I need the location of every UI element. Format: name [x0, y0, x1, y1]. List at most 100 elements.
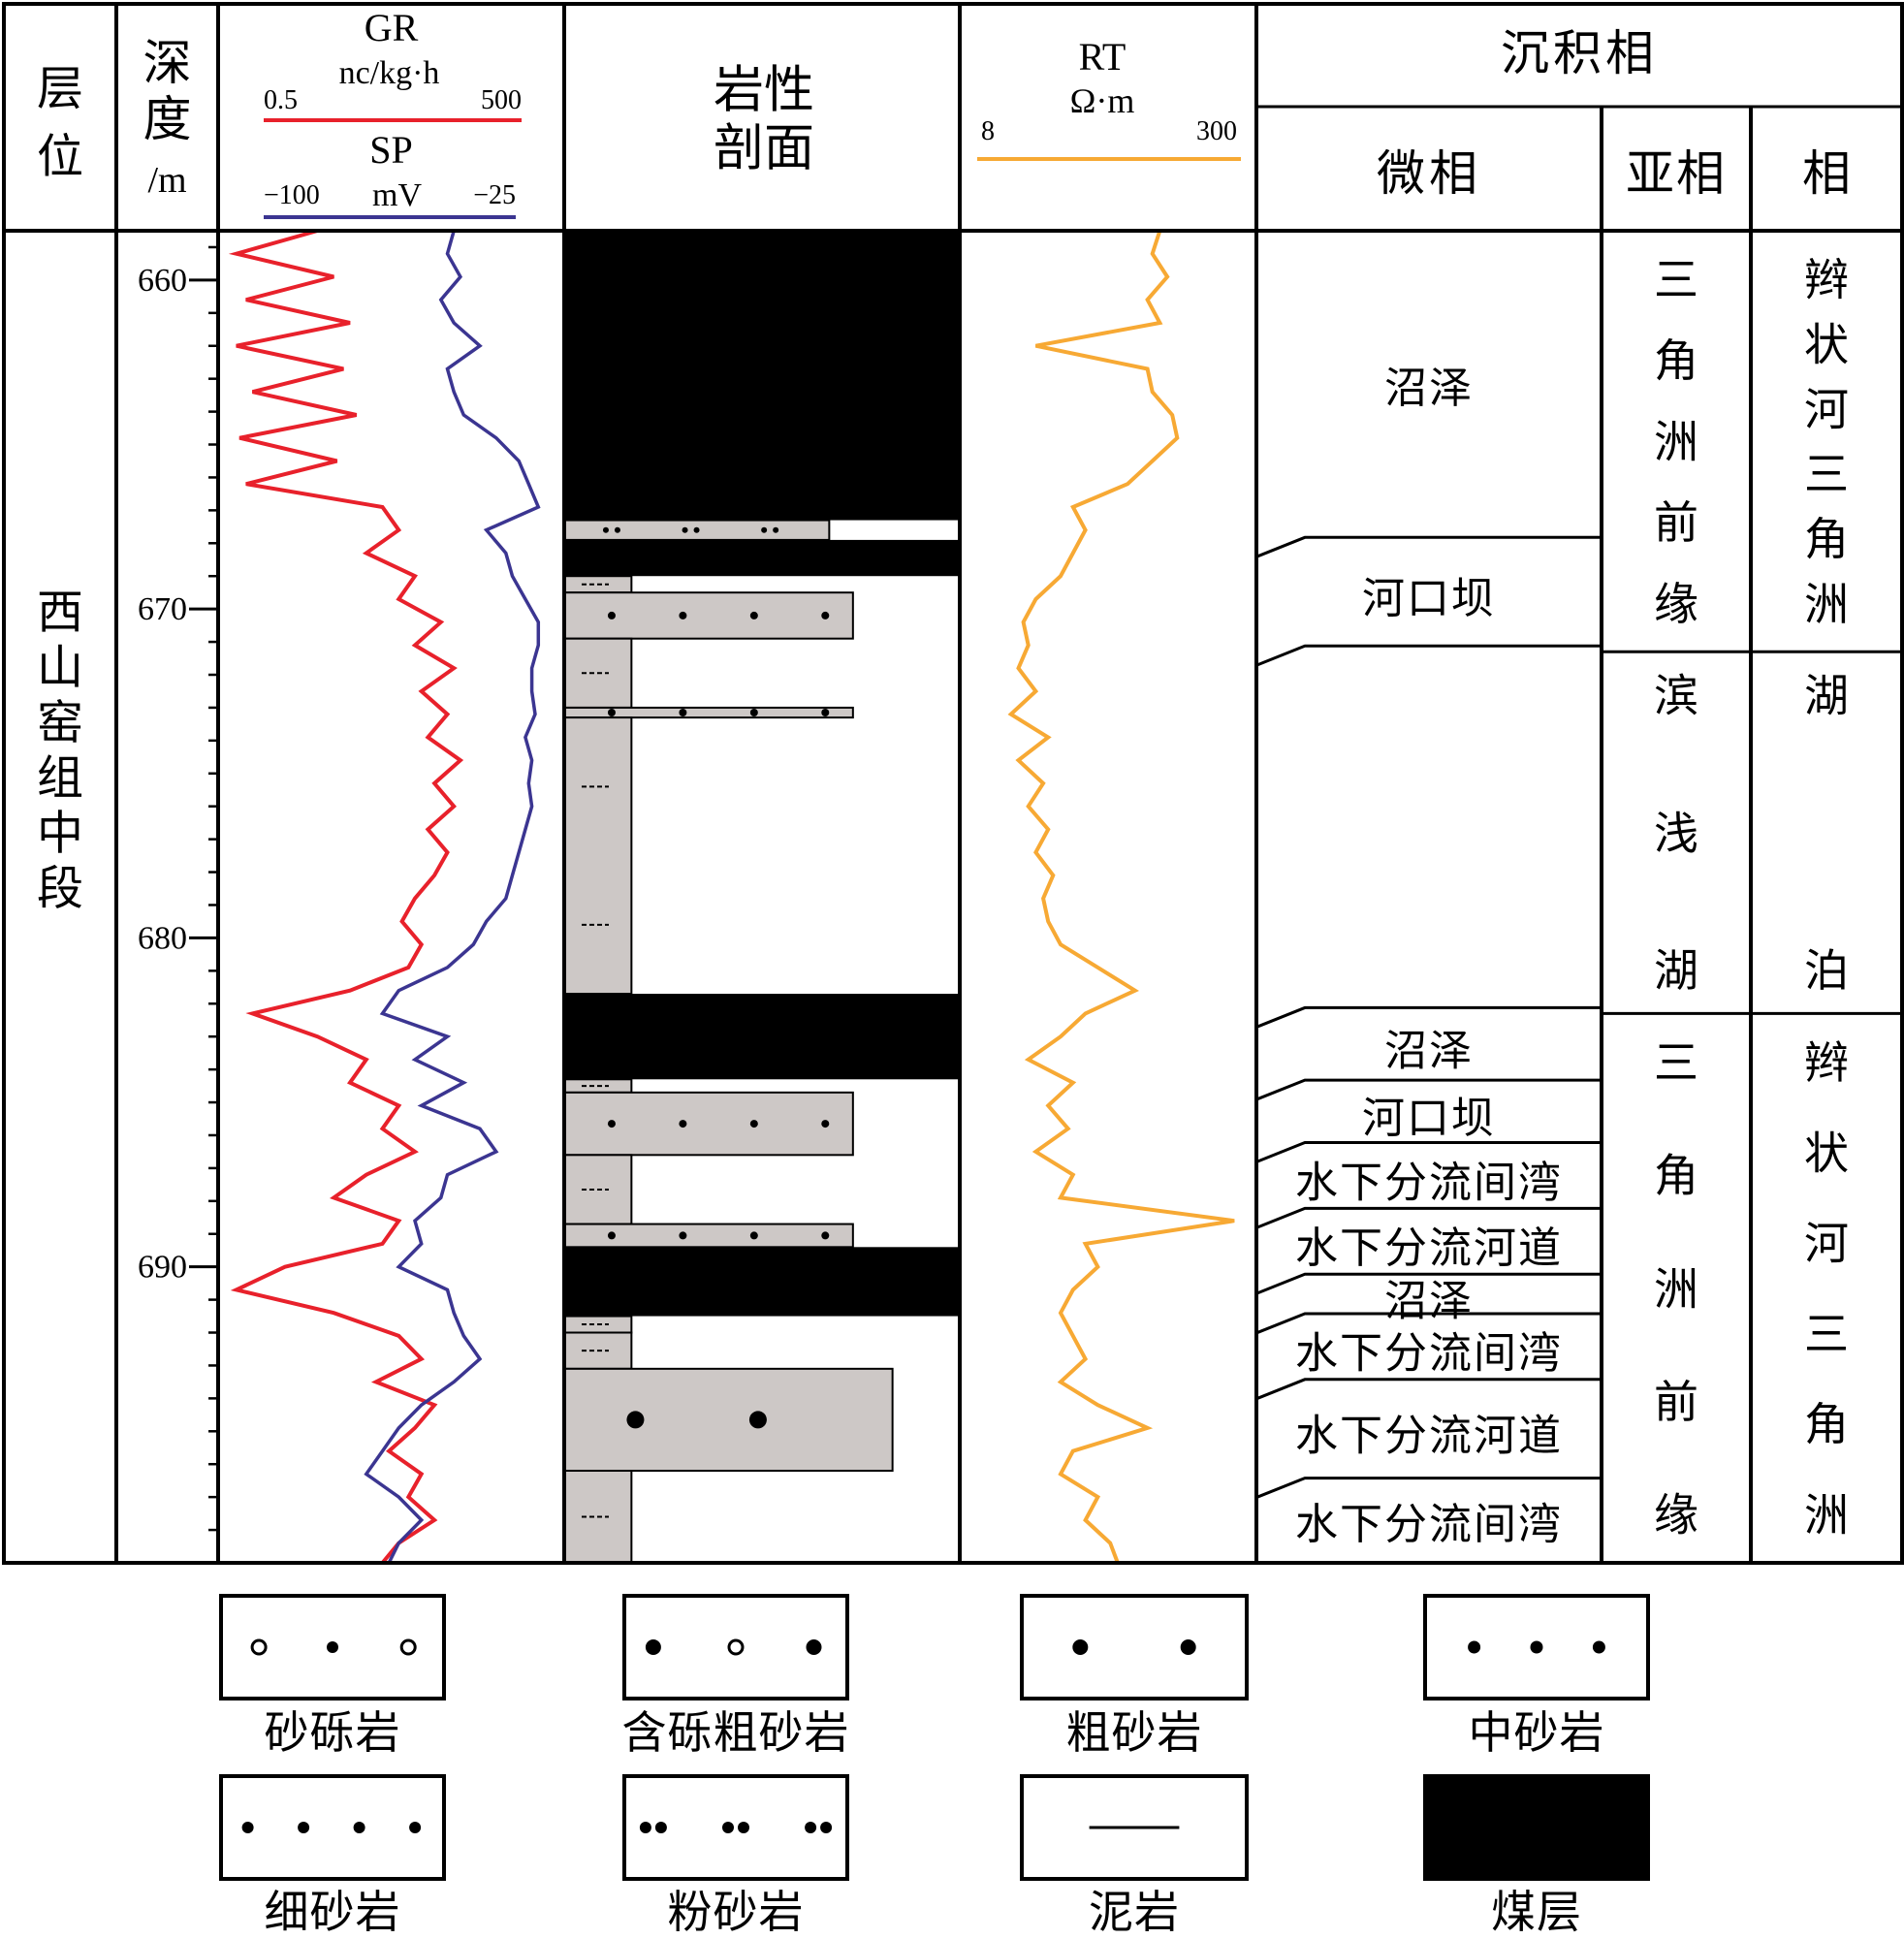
fine-bed — [563, 1223, 854, 1249]
gr-unit: nc/kg·h — [339, 55, 440, 91]
legend-item-mud: 泥岩 — [1020, 1774, 1249, 1938]
lith-bed-silt — [563, 519, 831, 541]
header-depth-char: 深 — [143, 35, 192, 91]
micro-cell: 水下分流河道 — [1255, 1206, 1602, 1273]
silt-dot — [773, 526, 779, 533]
facies-label-char: 洲 — [1654, 1262, 1698, 1315]
fine-dot — [679, 1120, 687, 1128]
header-layer: 层位 — [37, 61, 83, 183]
gr-max: 500 — [481, 85, 522, 115]
facies-label-char: 三 — [1804, 1308, 1849, 1360]
sp-max: −25 — [473, 180, 516, 210]
facies-label-char: 缘 — [1654, 578, 1698, 630]
facies-label-char: 三 — [1654, 254, 1698, 306]
table-grid — [2, 2, 1904, 1565]
lith-bed-fine — [563, 1223, 854, 1249]
rt-title: RT — [1079, 35, 1127, 79]
facies-label-char: 河 — [1804, 1218, 1849, 1270]
facies-boundary — [1255, 1141, 1602, 1163]
facies-label-char: 角 — [1654, 1150, 1698, 1202]
fine-dot — [821, 709, 830, 717]
gr-min: 0.5 — [264, 85, 298, 115]
legend-swatch — [219, 1774, 446, 1881]
formation-label-char: 中 — [37, 806, 83, 860]
facies-label-char: 前 — [1654, 1376, 1698, 1428]
facies-boundary — [1255, 1005, 1602, 1029]
legend-dot — [241, 1822, 254, 1833]
lith-bed-mud — [563, 1078, 633, 1094]
formation-label-char: 山 — [37, 640, 83, 694]
facies-label-char: 缘 — [1654, 1489, 1698, 1542]
coarse-dot — [748, 1411, 767, 1429]
silt-dot — [682, 526, 688, 533]
micro-cell: 河口坝 — [1255, 535, 1602, 623]
fine-dot — [821, 1120, 830, 1128]
lith-bed-mud — [563, 575, 633, 594]
formation-label-char: 组 — [37, 750, 83, 805]
legend-dot — [820, 1822, 833, 1833]
legend-label: 粗砂岩 — [1066, 1706, 1203, 1759]
micro-cell: 沼泽 — [1255, 1272, 1602, 1325]
fine-dot — [679, 1231, 687, 1240]
legend-dot — [1072, 1639, 1089, 1655]
legend-item-silt: 粉砂岩 — [622, 1774, 849, 1938]
facies-cell: 湖泊 — [1751, 650, 1902, 998]
micro-facies-label: 水下分流河道 — [1295, 1412, 1563, 1461]
fine-dot — [607, 1120, 616, 1128]
lith-bed-fine — [563, 706, 854, 719]
lith-bed-coal — [564, 994, 960, 1080]
legend-label: 细砂岩 — [265, 1886, 401, 1938]
legend-item-gravel-sand: 砂砾岩 — [219, 1594, 446, 1759]
fine-dot — [607, 709, 616, 717]
formation-label-char: 窑 — [37, 695, 83, 749]
legend-dot — [639, 1822, 651, 1833]
coarse-dot — [626, 1411, 645, 1429]
legend-dot — [654, 1822, 667, 1833]
depth-label: 660 — [138, 263, 187, 299]
legend-label: 粉砂岩 — [668, 1886, 805, 1938]
facies-boundary — [1255, 1378, 1602, 1401]
legend-dot — [298, 1822, 310, 1833]
facies-label-char: 角 — [1654, 334, 1698, 387]
micro-facies-label: 河口坝 — [1362, 1094, 1496, 1143]
legend-item-medium: 中砂岩 — [1423, 1594, 1650, 1759]
facies-label-char: 湖 — [1654, 944, 1698, 997]
sp-title: SP — [369, 128, 413, 172]
legend-dot — [727, 1638, 745, 1656]
lith-bed-coal — [564, 1247, 960, 1317]
fine-dot — [679, 709, 687, 717]
sub-title: 亚相 — [1626, 145, 1727, 202]
micro-facies-label: 水下分流河道 — [1295, 1224, 1563, 1273]
fine-dot — [821, 611, 830, 620]
rt-unit: Ω·m — [1070, 81, 1135, 120]
facies-boundary — [1255, 1272, 1602, 1295]
facies-label-char: 角 — [1804, 1398, 1849, 1450]
micro-cell: 沼泽 — [1255, 1005, 1602, 1076]
facies-label-char: 泊 — [1804, 944, 1849, 997]
fine-bed — [563, 591, 854, 640]
outer-frame — [2, 2, 1904, 1565]
header-layer-char: 层 — [37, 61, 83, 115]
facies-boundary — [1255, 535, 1602, 558]
sed-title: 沉积相 — [1501, 25, 1658, 81]
facies-label: 湖泊 — [1804, 670, 1849, 998]
micro-title: 微相 — [1377, 145, 1481, 202]
rt-max: 300 — [1196, 116, 1237, 146]
lith-bed-fine — [563, 1091, 854, 1157]
legend-label: 砂砾岩 — [265, 1706, 401, 1759]
facies-label: 滨浅湖 — [1654, 670, 1698, 998]
header-depth-char: /m — [147, 160, 186, 201]
legend-label: 中砂岩 — [1469, 1706, 1605, 1759]
mud-bed — [563, 716, 633, 996]
lith-bed-mud — [563, 1470, 633, 1565]
facies-boundary — [1255, 1477, 1602, 1499]
legend-dot — [806, 1639, 822, 1655]
fine-dot — [749, 1120, 758, 1128]
micro-facies-label: 水下分流间湾 — [1295, 1500, 1563, 1549]
